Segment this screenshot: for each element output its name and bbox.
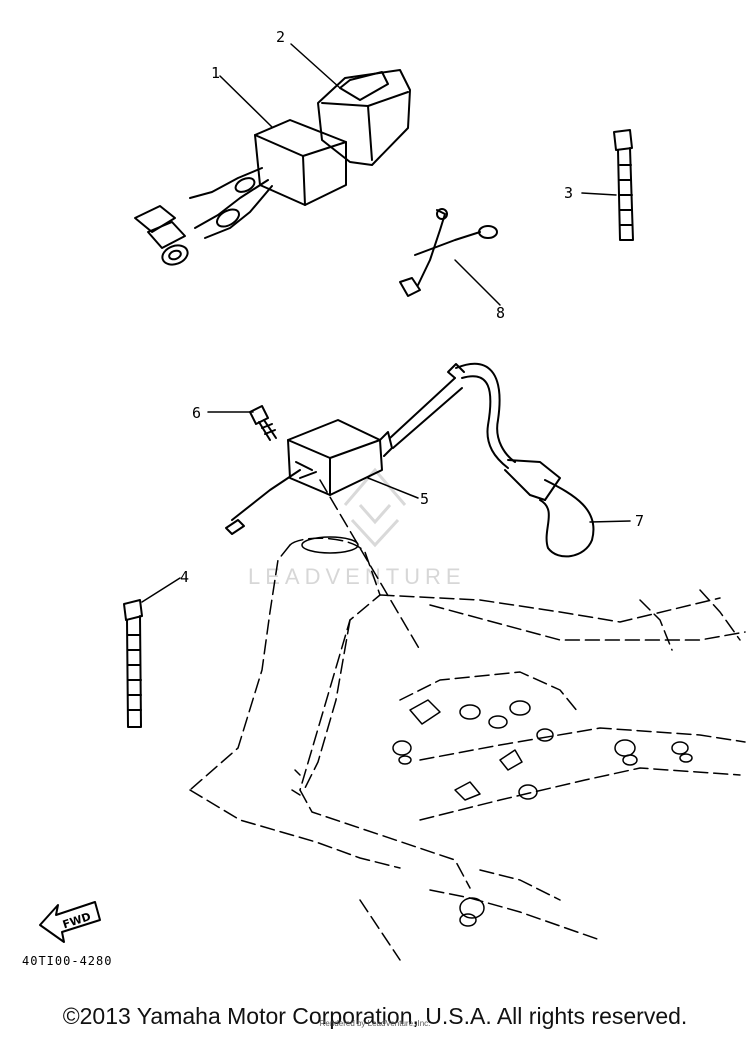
copyright-notice: ©2013 Yamaha Motor Corporation, U.S.A. A… (62, 1003, 688, 1029)
part-label-4: 4 (180, 568, 189, 586)
part-label-8: 8 (496, 304, 505, 322)
part-8-lead-wire[interactable] (399, 208, 498, 297)
rendered-by-note: Rendered by LeadVenture, Inc. (319, 1019, 431, 1028)
part-label-7: 7 (635, 512, 644, 530)
part-3-band[interactable] (613, 129, 634, 241)
part-label-3: 3 (564, 184, 573, 202)
part-label-6: 6 (192, 404, 201, 422)
fwd-arrow-icon (39, 901, 101, 943)
frame-outline (189, 479, 746, 961)
drawing-code: 40TI00-4280 (22, 954, 112, 968)
part-7-plug-cap[interactable] (447, 362, 595, 558)
leader-lines (141, 43, 631, 603)
part-label-1: 1 (211, 64, 220, 82)
part-1-cdi-unit[interactable] (134, 119, 347, 268)
part-5-ignition-coil[interactable] (225, 377, 463, 535)
watermark-logo (343, 467, 407, 548)
watermark-text: LEADVENTURE (248, 564, 466, 589)
part-6-bolt[interactable] (249, 405, 277, 441)
frame-details (291, 536, 693, 927)
part-label-2: 2 (276, 28, 285, 46)
part-4-band[interactable] (123, 599, 143, 728)
part-2-cover[interactable] (317, 69, 411, 166)
part-label-5: 5 (420, 490, 429, 508)
